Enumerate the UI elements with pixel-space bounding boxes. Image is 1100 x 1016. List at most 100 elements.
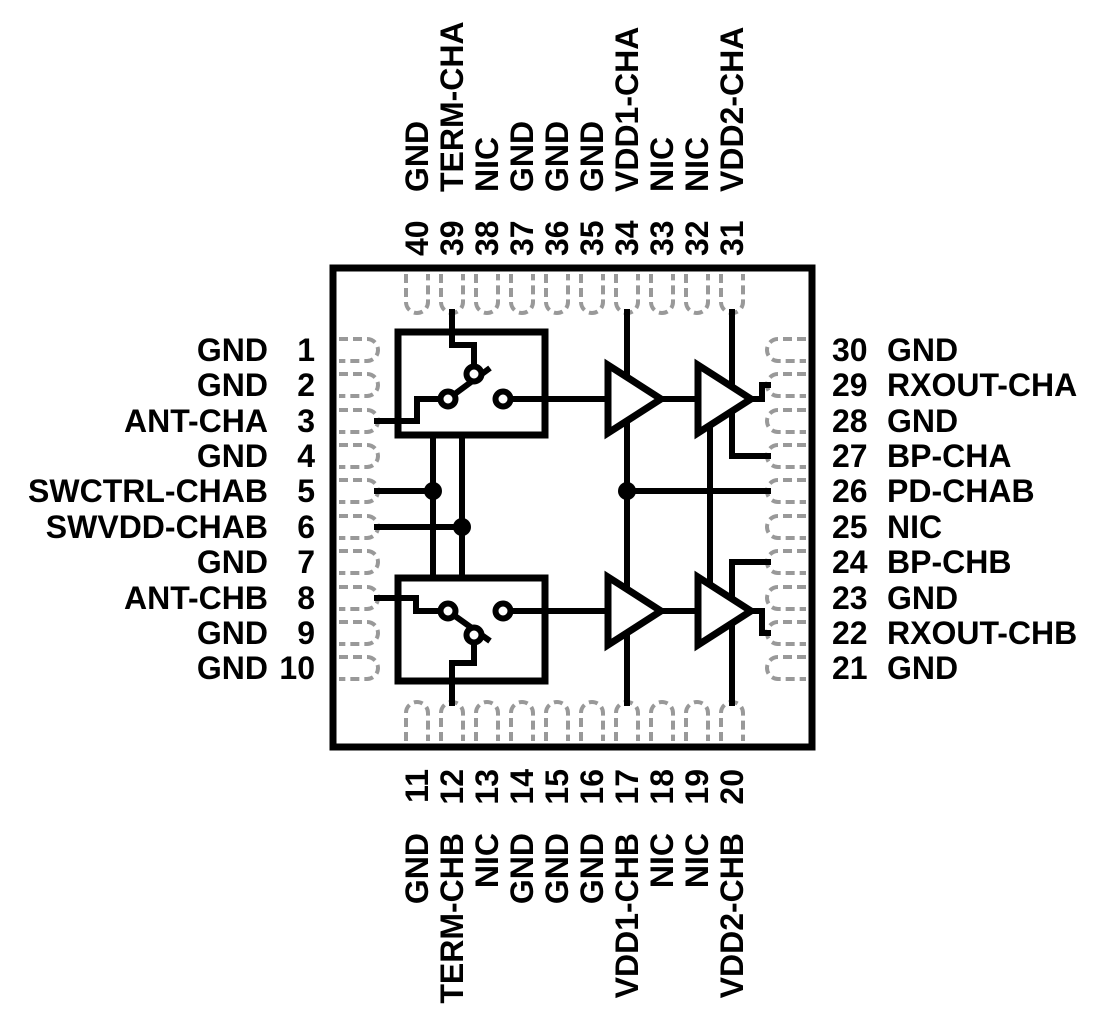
- vdd2-cha-bp-cha-wire: [729, 309, 771, 459]
- pin-name: GND: [399, 121, 435, 192]
- pin-name: NIC: [887, 509, 942, 545]
- pin-number: 17: [609, 769, 645, 805]
- switch-chb-pole-contact: [437, 600, 459, 622]
- pin-pad: [649, 700, 675, 741]
- pin-pad: [509, 700, 535, 741]
- pin-name: GND: [574, 833, 610, 904]
- pin-number: 19: [679, 769, 715, 805]
- pd-junction-dot: [618, 482, 636, 500]
- pin-name: GND: [197, 650, 268, 686]
- pin-pad: [509, 274, 535, 315]
- pin-name: GND: [574, 121, 610, 192]
- pin-name: TERM-CHA: [434, 21, 470, 192]
- pin-name: PD-CHAB: [887, 473, 1035, 509]
- pin-number: 14: [504, 769, 540, 805]
- pin-pad: [339, 443, 380, 469]
- pin-name: SWCTRL-CHAB: [28, 473, 268, 509]
- pin-name: NIC: [644, 137, 680, 192]
- pin-name: ANT-CHA: [124, 403, 268, 439]
- pin-name: GND: [539, 121, 575, 192]
- pin-number: 34: [609, 220, 645, 256]
- pin-number: 30: [832, 332, 868, 368]
- pin-pad: [684, 274, 710, 315]
- pin-name: GND: [887, 580, 958, 616]
- pin-name: VDD2-CHA: [714, 27, 750, 192]
- pin-number: 11: [399, 769, 435, 803]
- pin-pad: [339, 620, 380, 646]
- pin-name: NIC: [469, 137, 505, 192]
- switch-chb-throw-term-contact: [463, 624, 485, 646]
- switch-cha-pole-contact: [437, 388, 459, 410]
- pin-pad: [474, 700, 500, 741]
- swvdd-junction-dot: [453, 518, 471, 536]
- pin-pad: [404, 700, 430, 741]
- pin-name: GND: [197, 544, 268, 580]
- pin-number: 33: [644, 220, 680, 256]
- pin-pad: [474, 274, 500, 315]
- pin-number: 10: [279, 650, 315, 686]
- pin-pad: [765, 585, 806, 611]
- pin-pad: [765, 655, 806, 681]
- bottom-pin-pads: [404, 700, 745, 741]
- pin-number: 37: [504, 220, 540, 256]
- pin-name: GND: [887, 650, 958, 686]
- pin-number: 23: [832, 580, 868, 616]
- bottom-pin-labels: 11GND12TERM-CHB13NIC14GND15GND16GND17VDD…: [399, 769, 750, 1004]
- pin-pad: [579, 700, 605, 741]
- pin-number: 8: [297, 580, 315, 616]
- pin-name: RXOUT-CHB: [887, 615, 1077, 651]
- pin-name: NIC: [469, 833, 505, 888]
- pin-name: GND: [504, 121, 540, 192]
- pin-number: 13: [469, 769, 505, 805]
- pin-number: 3: [297, 403, 315, 439]
- pin-number: 36: [539, 220, 575, 256]
- pin-name: NIC: [679, 137, 715, 192]
- pin-number: 7: [297, 544, 315, 580]
- pin-name: BP-CHB: [887, 544, 1011, 580]
- pin-number: 1: [297, 332, 315, 368]
- pin-pad: [765, 408, 806, 434]
- pin-name: GND: [197, 438, 268, 474]
- pin-number: 39: [434, 220, 470, 256]
- pin-name: SWVDD-CHAB: [46, 509, 268, 545]
- ant-chb-wire: [374, 595, 448, 614]
- pin-pad: [649, 274, 675, 315]
- pin-pad: [684, 700, 710, 741]
- pin-number: 6: [297, 509, 315, 545]
- rxout-chb-wire: [751, 608, 771, 636]
- pin-pad: [339, 655, 380, 681]
- pin-pad: [339, 337, 380, 363]
- pin-number: 27: [832, 438, 868, 474]
- pin-name: GND: [887, 403, 958, 439]
- pin-pad: [404, 274, 430, 315]
- pin-name: GND: [197, 615, 268, 651]
- vdd2-chb-bp-chb-wire: [729, 559, 771, 706]
- ant-cha-wire: [374, 396, 448, 424]
- pin-number: 15: [539, 769, 575, 805]
- pin-pad: [765, 514, 806, 540]
- switch-cha-throw-term-contact: [463, 363, 485, 385]
- pin-number: 31: [714, 220, 750, 256]
- pin-pad: [339, 372, 380, 398]
- pin-pad: [339, 549, 380, 575]
- pin-name: GND: [399, 833, 435, 904]
- pin-number: 24: [832, 544, 868, 580]
- pin-number: 29: [832, 367, 868, 403]
- term-chb-wire: [449, 635, 477, 706]
- pin-number: 35: [574, 220, 610, 256]
- pin-number: 20: [714, 769, 750, 805]
- pin-number: 5: [297, 473, 315, 509]
- term-cha-wire: [449, 309, 477, 374]
- pin-name: NIC: [679, 833, 715, 888]
- pin-pad: [579, 274, 605, 315]
- pin-number: 12: [434, 769, 470, 805]
- pin-name: GND: [197, 367, 268, 403]
- pin-pad: [765, 337, 806, 363]
- pin-name: GND: [887, 332, 958, 368]
- pin-number: 40: [399, 220, 435, 256]
- rxout-cha-wire: [751, 382, 771, 402]
- pin-name: VDD2-CHB: [714, 833, 750, 998]
